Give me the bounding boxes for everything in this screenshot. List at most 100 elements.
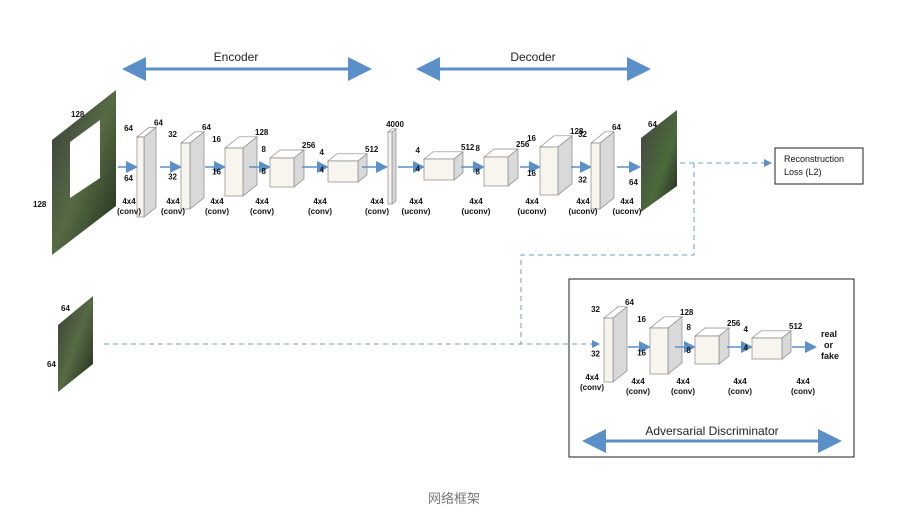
disc-block-0-top: 32 [591, 305, 600, 314]
disc-block-2-op2: (conv) [671, 387, 695, 396]
decoder-block-0 [423, 151, 464, 181]
encoder-block-4-side: 4 [320, 166, 325, 175]
encoder-block-3-op1: 4x4 [255, 197, 269, 206]
disc-block-3-depth: 512 [789, 322, 803, 331]
decoder-block-1-depth: 256 [516, 140, 530, 149]
decoder-block-0-op1: 4x4 [409, 197, 423, 206]
disc-block-2-op1: 4x4 [676, 377, 690, 386]
disc-block-1-depth: 128 [680, 308, 694, 317]
encoder-block-2-op1: 4x4 [210, 197, 224, 206]
dashed-connections [104, 163, 695, 348]
disc-block-1-op2: (conv) [626, 387, 650, 396]
reconstruction-loss-box: Reconstruction Loss (L2) [680, 147, 864, 185]
decoder-block-0-top: 4 [416, 146, 421, 155]
decoder-block-0-op2: (uconv) [402, 207, 431, 216]
encoder-block-3-op2: (conv) [250, 207, 274, 216]
encoder-block-3 [269, 149, 305, 188]
bottleneck-block [387, 128, 397, 205]
disc-block-2-side: 8 [687, 346, 692, 355]
encoder-block-1-top: 32 [168, 130, 177, 139]
encoder-block-2-depth: 128 [255, 128, 269, 137]
discriminator-title: Adversarial Discriminator [645, 424, 778, 438]
disc-block-0-op1: 4x4 [585, 373, 599, 382]
decoder-block-2-depth: 128 [570, 127, 584, 136]
bottleneck-depth: 4000 [386, 120, 404, 129]
decoder-last-op2: (uconv) [613, 207, 642, 216]
disc-block-3-op1: 4x4 [733, 377, 747, 386]
output-image: 64 64 [629, 110, 677, 212]
disc-block-0-side: 32 [591, 349, 600, 358]
decoder-block-1-op1: 4x4 [469, 197, 483, 206]
bottleneck-op2: (conv) [365, 207, 389, 216]
encoder-block-4-op1: 4x4 [313, 197, 327, 206]
patch-image-left-label: 64 [47, 360, 56, 369]
encoder-block-0-op2: (conv) [117, 207, 141, 216]
input-image-top-label: 128 [71, 110, 85, 119]
decoder-block-3-side: 32 [578, 176, 587, 185]
encoder-block-3-depth: 256 [302, 141, 316, 150]
disc-block-2 [694, 327, 730, 365]
decoder-block-3-depth: 64 [612, 123, 621, 132]
disc-block-1 [649, 316, 683, 375]
encoder-block-0-op1: 4x4 [122, 197, 136, 206]
encoder-block-2-op2: (conv) [205, 207, 229, 216]
encoder-block-3-top: 8 [262, 145, 267, 154]
encoder-block-4-op2: (conv) [308, 207, 332, 216]
reconstruction-line1: Reconstruction [784, 154, 844, 164]
reconstruction-line2: Loss (L2) [784, 167, 822, 177]
decoder-block-3-op1: 4x4 [576, 197, 590, 206]
decoder-block-2-side: 16 [527, 169, 536, 178]
encoder-block-4 [327, 153, 368, 183]
bottleneck-op1: 4x4 [370, 197, 384, 206]
decoder-block-1-side: 8 [476, 167, 481, 176]
discriminator-frame: Adversarial Discriminator real or fake [568, 278, 855, 458]
disc-block-3 [751, 330, 792, 360]
decoder-block-2 [539, 135, 573, 196]
disc-block-1-side: 16 [637, 349, 646, 358]
decoder-block-3-op2: (uconv) [569, 207, 598, 216]
patch-image: 64 64 [47, 296, 93, 392]
encoder-block-1-depth: 64 [202, 123, 211, 132]
decoder-block-1 [483, 148, 519, 187]
input-image: 128 128 [33, 90, 116, 255]
disc-block-2-depth: 256 [727, 319, 741, 328]
encoder-layers: 6464644x4(conv)3264324x4(conv)16128164x4… [117, 118, 404, 218]
disc-block-0-depth: 64 [625, 298, 634, 307]
disc-block-2-top: 8 [687, 323, 692, 332]
encoder-block-4-top: 4 [320, 148, 325, 157]
decoder-block-2-op1: 4x4 [525, 197, 539, 206]
disc-last-op2: (conv) [791, 387, 815, 396]
encoder-block-1-op1: 4x4 [166, 197, 180, 206]
decoder-block-2-top: 16 [527, 134, 536, 143]
decoder-block-0-depth: 512 [461, 143, 475, 152]
decoder-block-3 [590, 131, 615, 210]
encoder-range: Encoder [122, 50, 372, 81]
decoder-block-1-top: 8 [476, 144, 481, 153]
decoder-title: Decoder [510, 50, 555, 64]
output-image-top-label: 64 [648, 120, 657, 129]
disc-block-0 [603, 306, 628, 383]
encoder-block-2-side: 16 [212, 167, 221, 176]
encoder-block-2-top: 16 [212, 135, 221, 144]
output-image-left-label: 64 [629, 178, 638, 187]
encoder-block-0-side: 64 [124, 174, 133, 183]
decoder-block-2-op2: (uconv) [518, 207, 547, 216]
disc-block-3-top: 4 [744, 325, 749, 334]
decoder-range: Decoder [416, 50, 651, 81]
encoder-block-4-depth: 512 [365, 145, 379, 154]
disc-last-op1: 4x4 [796, 377, 810, 386]
encoder-block-1-side: 32 [168, 172, 177, 181]
encoder-block-0-top: 64 [124, 124, 133, 133]
encoder-block-2 [224, 136, 258, 197]
decoder-last-op1: 4x4 [620, 197, 634, 206]
disc-block-3-side: 4 [744, 344, 749, 353]
decoder-block-1-op2: (uconv) [462, 207, 491, 216]
disc-block-1-top: 16 [637, 315, 646, 324]
disc-block-0-op2: (conv) [580, 383, 604, 392]
encoder-block-3-side: 8 [262, 167, 267, 176]
encoder-block-1-op2: (conv) [161, 207, 185, 216]
